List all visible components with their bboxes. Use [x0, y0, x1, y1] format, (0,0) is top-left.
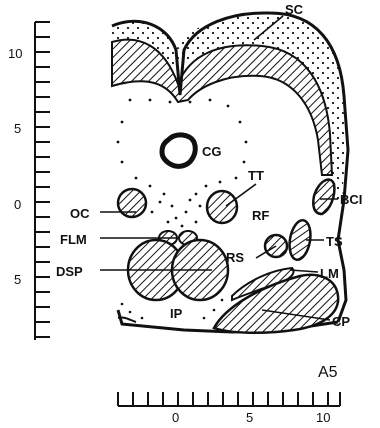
bci-structure — [313, 180, 334, 214]
label-sc: SC — [285, 2, 304, 17]
vertical-scale: 10 5 0 5 — [8, 22, 50, 340]
label-bci: BCI — [340, 192, 362, 207]
label-tt: TT — [248, 168, 264, 183]
vscale-tick-10: 10 — [8, 46, 22, 61]
cp-structure — [214, 275, 338, 333]
vscale-tick-5-lower: 5 — [14, 272, 21, 287]
panel-label: A5 — [318, 364, 338, 381]
label-oc: OC — [70, 206, 90, 221]
label-cp: CP — [332, 314, 350, 329]
label-rs: RS — [226, 250, 244, 265]
cg-aqueduct — [162, 135, 195, 166]
hscale-tick-10: 10 — [316, 410, 330, 425]
label-dsp: DSP — [56, 264, 83, 279]
vscale-tick-5-upper: 5 — [14, 121, 21, 136]
label-ip: IP — [170, 306, 183, 321]
label-cg: CG — [202, 144, 222, 159]
label-ts: TS — [326, 234, 343, 249]
label-lm: LM — [320, 266, 339, 281]
tt-structure — [207, 191, 237, 223]
label-flm: FLM — [60, 232, 87, 247]
hscale-tick-5: 5 — [246, 410, 253, 425]
horizontal-scale: 0 5 10 — [118, 392, 340, 425]
vscale-tick-0: 0 — [14, 197, 21, 212]
hscale-tick-0: 0 — [172, 410, 179, 425]
label-rf: RF — [252, 208, 269, 223]
